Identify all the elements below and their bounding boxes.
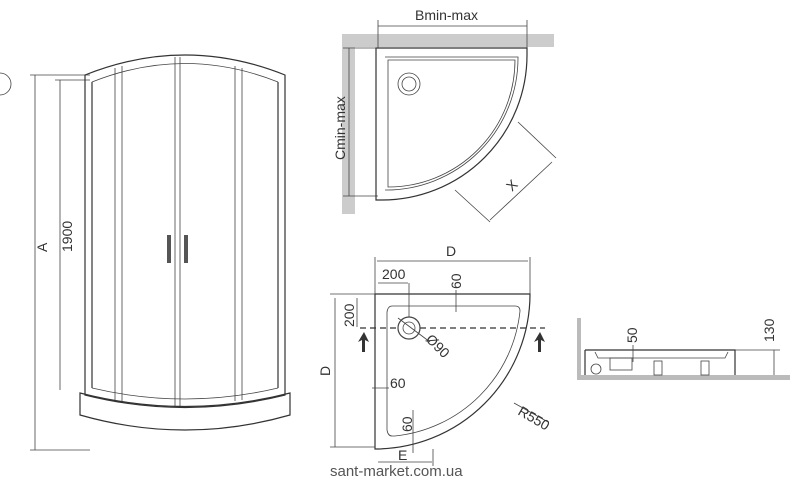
shower-tray-front [79,392,291,431]
drain-diameter: Ø90 [423,331,453,361]
dim-200-vertical: 200 [341,303,357,327]
door-handle-left [167,235,171,263]
dim-60-left: 60 [390,375,406,391]
label-bmin-max: Bmin-max [415,7,478,23]
tray-view: D 200 60 200 Ø90 D 60 60 E R550 [317,243,553,466]
dim-130: 130 [761,318,777,342]
dim-60-bottom: 60 [399,416,415,432]
dim-50: 50 [624,327,640,343]
plan-view: Bmin-max Cmin-max X [0,7,557,223]
label-d-left: D [317,366,333,376]
dim-60-top: 60 [448,273,464,289]
label-x: X [503,176,521,194]
front-view: A 1900 [30,54,291,451]
label-e: E [398,447,407,463]
label-1900: 1900 [59,221,75,252]
label-d-top: D [446,243,456,259]
dim-200-horizontal: 200 [382,266,406,282]
radius-r550: R550 [516,403,553,434]
label-cmin-max: Cmin-max [332,96,348,160]
watermark: sant-market.com.ua [330,463,463,480]
section-view: 50 130 [577,318,790,380]
door-handle-right [184,235,188,263]
label-a: A [34,242,50,252]
